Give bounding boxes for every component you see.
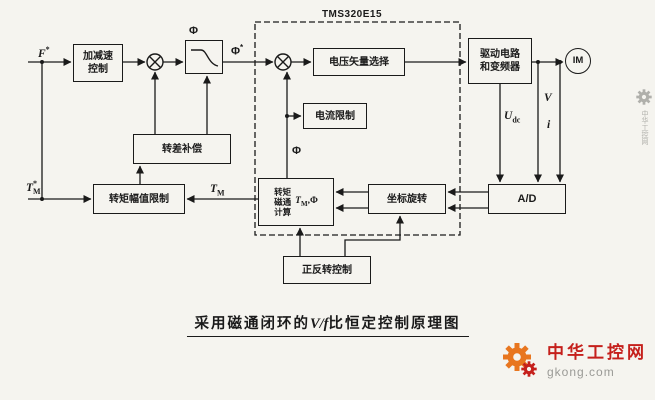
junction-dots [40, 60, 562, 201]
gkong-side-gear-icon [636, 89, 652, 105]
label-flux-reference: Φ* [231, 43, 244, 58]
dsp-boundary-box [254, 21, 461, 236]
block-coordinate-rotation: 坐标旋转 [368, 184, 446, 214]
motor-label: IM [572, 54, 584, 66]
block-current-limit: 电流限制 [303, 103, 367, 129]
gkong-side-watermark: 中华工控网 [631, 86, 655, 145]
torque-flux-calc-label: 转矩 磁通 计算 [274, 186, 292, 218]
label-torque-feedback: TM [210, 183, 225, 198]
block-torque-flux-calculator: 转矩 磁通 计算 TM,Φ [258, 178, 334, 226]
gkong-watermark: 中华工控网 gkong.com [497, 337, 647, 379]
torque-flux-calc-vars: TM,Φ [295, 196, 318, 208]
signal-lines [28, 58, 564, 256]
block-ad-converter: A/D [488, 184, 566, 214]
sum-junction-frequency [146, 53, 164, 71]
block-voltage-vector-select: 电压矢量选择 [313, 48, 405, 76]
ad-converter-label: A/D [517, 192, 537, 205]
gkong-site-url: gkong.com [547, 364, 615, 379]
label-current: i [547, 119, 551, 131]
label-dc-voltage: Udc [504, 110, 521, 125]
block-torque-amplitude-limit: 转矩幅值限制 [93, 184, 185, 214]
drive-inverter-label: 驱动电路 和变频器 [480, 49, 520, 73]
block-forward-reverse-control: 正反转控制 [283, 256, 371, 284]
block-slip-compensation: 转差补偿 [133, 134, 231, 164]
gkong-watermark-text: 中华工控网 gkong.com [547, 338, 647, 379]
block-drive-inverter: 驱动电路 和变频器 [468, 38, 532, 84]
accel-decel-label: 加减速 控制 [83, 51, 113, 75]
label-voltage: V [544, 92, 552, 104]
caption-vf-ratio: V/f [309, 316, 329, 332]
coordinate-rotation-label: 坐标旋转 [387, 193, 427, 205]
slip-compensation-label: 转差补偿 [162, 143, 202, 155]
side-watermark-text: 中华工控网 [641, 110, 648, 145]
gkong-site-name: 中华工控网 [547, 342, 647, 362]
torque-limit-label: 转矩幅值限制 [109, 193, 169, 205]
gkong-gear-logo [503, 343, 537, 377]
block-accel-decel-control: 加减速 控制 [73, 44, 123, 82]
current-limit-label: 电流限制 [315, 110, 355, 122]
caption-suffix: 比恒定控制原理图 [328, 316, 461, 332]
forward-reverse-label: 正反转控制 [302, 264, 352, 276]
block-induction-motor: IM [565, 48, 591, 74]
flux-curve-icon [190, 48, 218, 67]
caption-prefix: 采用磁通闭环的 [194, 316, 310, 332]
figure-caption: 采用磁通闭环的V/f比恒定控制原理图 [186, 312, 469, 337]
voltage-vector-label: 电压矢量选择 [329, 56, 389, 68]
sum-junction-flux [274, 53, 292, 71]
label-frequency-reference: F* [38, 45, 50, 60]
block-flux-function-generator [185, 40, 223, 74]
label-flux-feedback: Φ [292, 145, 302, 157]
label-flux-top: Φ [189, 25, 199, 37]
torque-flux-calc-content: 转矩 磁通 计算 TM,Φ [274, 187, 318, 218]
dsp-chip-label: TMS320E15 [321, 9, 383, 20]
label-torque-reference: T*M [26, 179, 41, 197]
